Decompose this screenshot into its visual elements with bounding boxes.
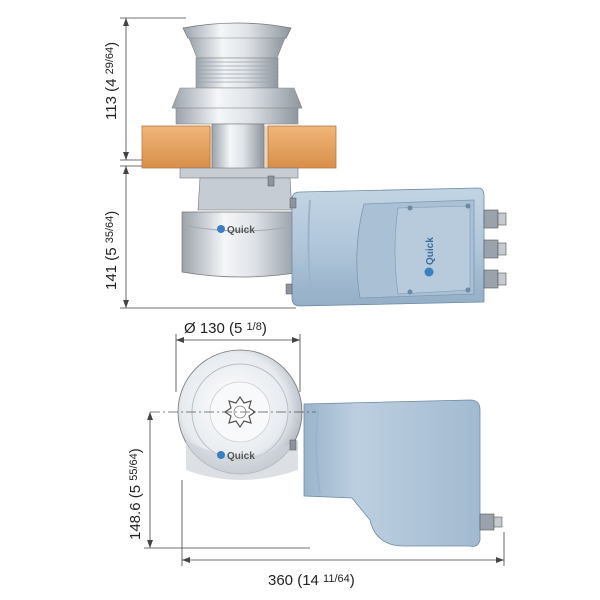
svg-text:Quick: Quick [227, 225, 255, 236]
motor-body-plan [303, 399, 503, 547]
dim-top-height: 113 (4 29/64) [103, 42, 120, 120]
quick-logo-icon: Quick [217, 451, 255, 462]
svg-text:Quick: Quick [227, 451, 255, 462]
dim-diameter: Ø 130 (5 1/8) [184, 320, 267, 337]
capstan-cap [182, 22, 292, 59]
dimension-arrows [123, 18, 504, 563]
dimension-lines [120, 17, 505, 566]
plan-view: Quick [150, 349, 503, 547]
side-view: Quick Quick [141, 22, 507, 307]
gland-nut-icon [483, 209, 507, 289]
motor-body: Quick [291, 187, 485, 307]
capstan-drum [171, 57, 303, 125]
quick-logo-icon: Quick [217, 225, 255, 236]
gearbox: Quick [181, 177, 303, 278]
dim-length: 360 (14 11/64) [268, 572, 355, 589]
capstan-plan: Quick [177, 349, 303, 480]
dim-lower-height: 141 (5 35/64) [103, 211, 120, 290]
mounting-studs [267, 175, 297, 295]
svg-text:Quick: Quick [425, 237, 436, 265]
shaft [211, 123, 265, 171]
dim-plan-height: 148.6 (5 55/64) [127, 448, 144, 540]
under-deck-flange [179, 167, 299, 179]
quick-logo-icon: Quick [424, 237, 436, 277]
